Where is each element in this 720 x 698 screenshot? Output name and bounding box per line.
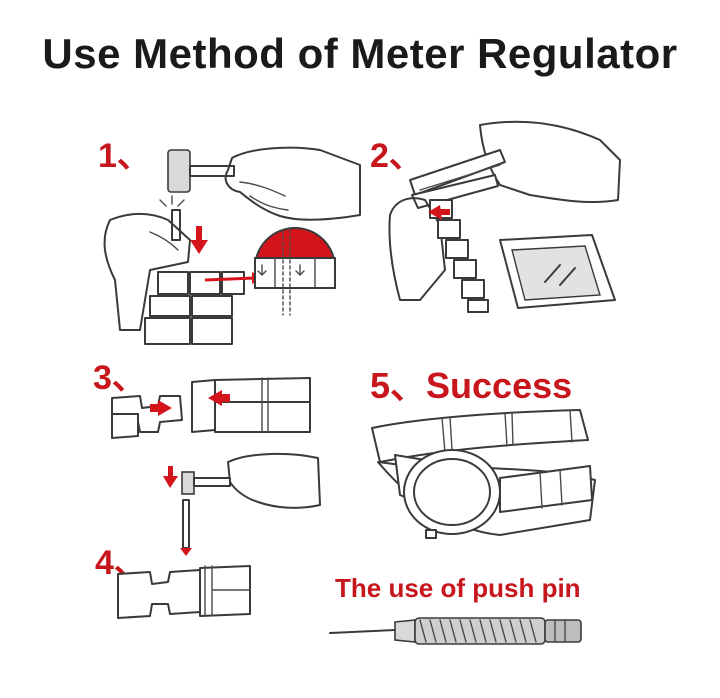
lower-hand-icon: [388, 197, 446, 301]
push-arrow-icon: [428, 205, 442, 220]
arrow-right-icon: [158, 400, 172, 416]
step-2-number: 2、: [370, 137, 423, 175]
step-5-label: Success: [426, 365, 573, 406]
bracelet-right-segment: [191, 377, 311, 433]
down-arrow-icon: [190, 226, 208, 254]
pin-tray-icon: [499, 234, 616, 309]
bracelet-joined: [117, 565, 251, 619]
right-hand-icon: [224, 146, 361, 221]
arrow-left-icon: [208, 390, 222, 406]
watch-icon: [371, 409, 596, 539]
push-pin-label: The use of push pin: [335, 573, 581, 603]
step-1-number: 1、: [98, 137, 151, 175]
hammer-hand-icon: [227, 452, 321, 509]
step-5-heading: 5、Success: [370, 357, 572, 409]
left-hand-icon: [103, 213, 191, 331]
step-5-number: 5、: [370, 365, 427, 406]
down-arrow-icon-2: [163, 466, 178, 488]
hammer-icon: [167, 149, 235, 193]
magnified-view: [254, 227, 336, 316]
bracelet-links: [144, 271, 245, 345]
step-3-number: 3、: [93, 359, 146, 397]
page-title: Use Method of Meter Regulator: [42, 30, 678, 77]
